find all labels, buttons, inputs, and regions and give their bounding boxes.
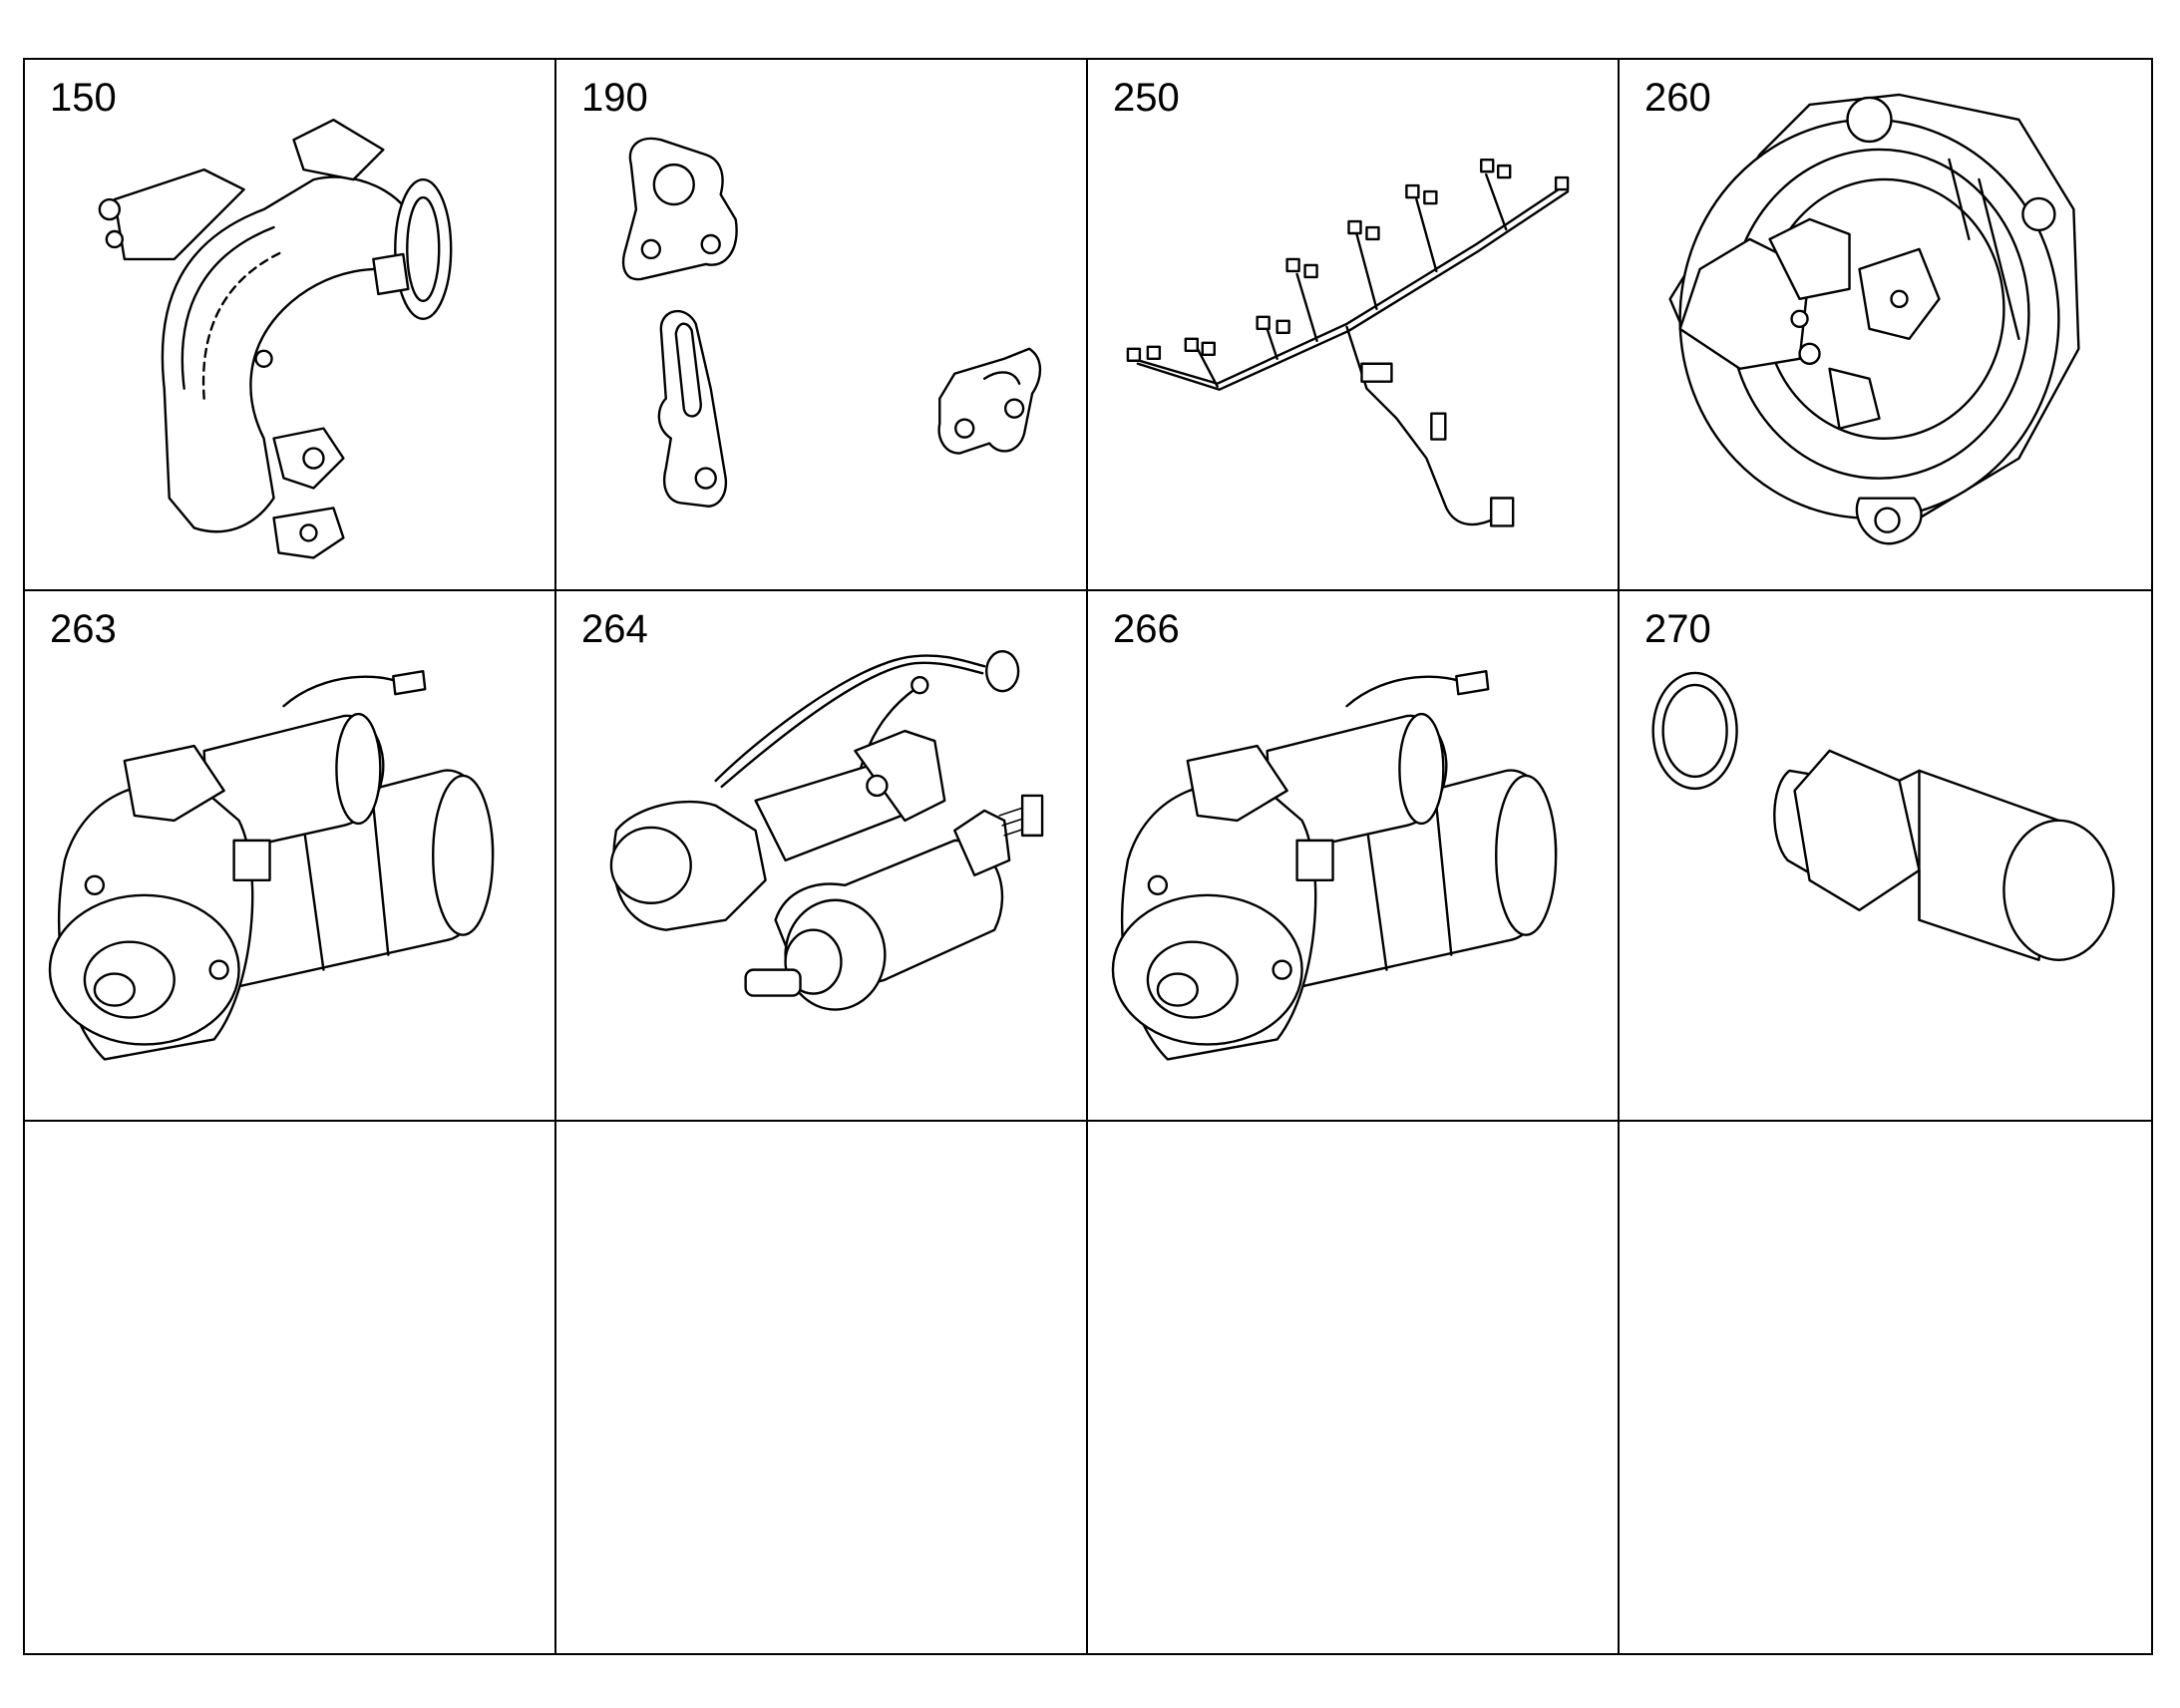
- sensor-and-seal-ring-icon: [1651, 671, 2115, 961]
- part-number: 190: [581, 76, 648, 120]
- part-cell[interactable]: 250: [1088, 60, 1620, 591]
- part-number: 270: [1644, 606, 1711, 651]
- empty-cell: [1620, 1122, 2151, 1653]
- solenoid-and-cable-icon: [609, 649, 1044, 1011]
- part-number: 264: [581, 606, 648, 651]
- part-cell[interactable]: 270: [1620, 591, 2151, 1123]
- empty-cell: [25, 1122, 556, 1653]
- part-cell[interactable]: 260: [1620, 60, 2151, 591]
- part-number: 150: [50, 76, 117, 120]
- wiring-harness-icon: [1126, 158, 1570, 527]
- part-number: 263: [50, 606, 117, 651]
- starter-motor-icon: [1111, 669, 1558, 1061]
- alternator-icon: [1668, 93, 2080, 545]
- part-number: 250: [1113, 76, 1180, 120]
- part-number: 260: [1644, 76, 1711, 120]
- part-number: 266: [1113, 606, 1180, 651]
- exhaust-elbow-icon: [98, 119, 453, 559]
- part-cell[interactable]: 190: [556, 60, 1088, 591]
- part-cell[interactable]: 266: [1088, 590, 1620, 1123]
- empty-cell: [1088, 1122, 1620, 1653]
- part-cell[interactable]: 263: [25, 590, 556, 1123]
- mounting-brackets-icon: [621, 137, 1042, 508]
- starter-motor-icon: [48, 669, 495, 1061]
- empty-cell: [556, 1122, 1088, 1653]
- part-cell[interactable]: 264: [556, 590, 1088, 1123]
- parts-grid: 150 190: [23, 58, 2153, 1655]
- part-cell[interactable]: 150: [25, 60, 556, 591]
